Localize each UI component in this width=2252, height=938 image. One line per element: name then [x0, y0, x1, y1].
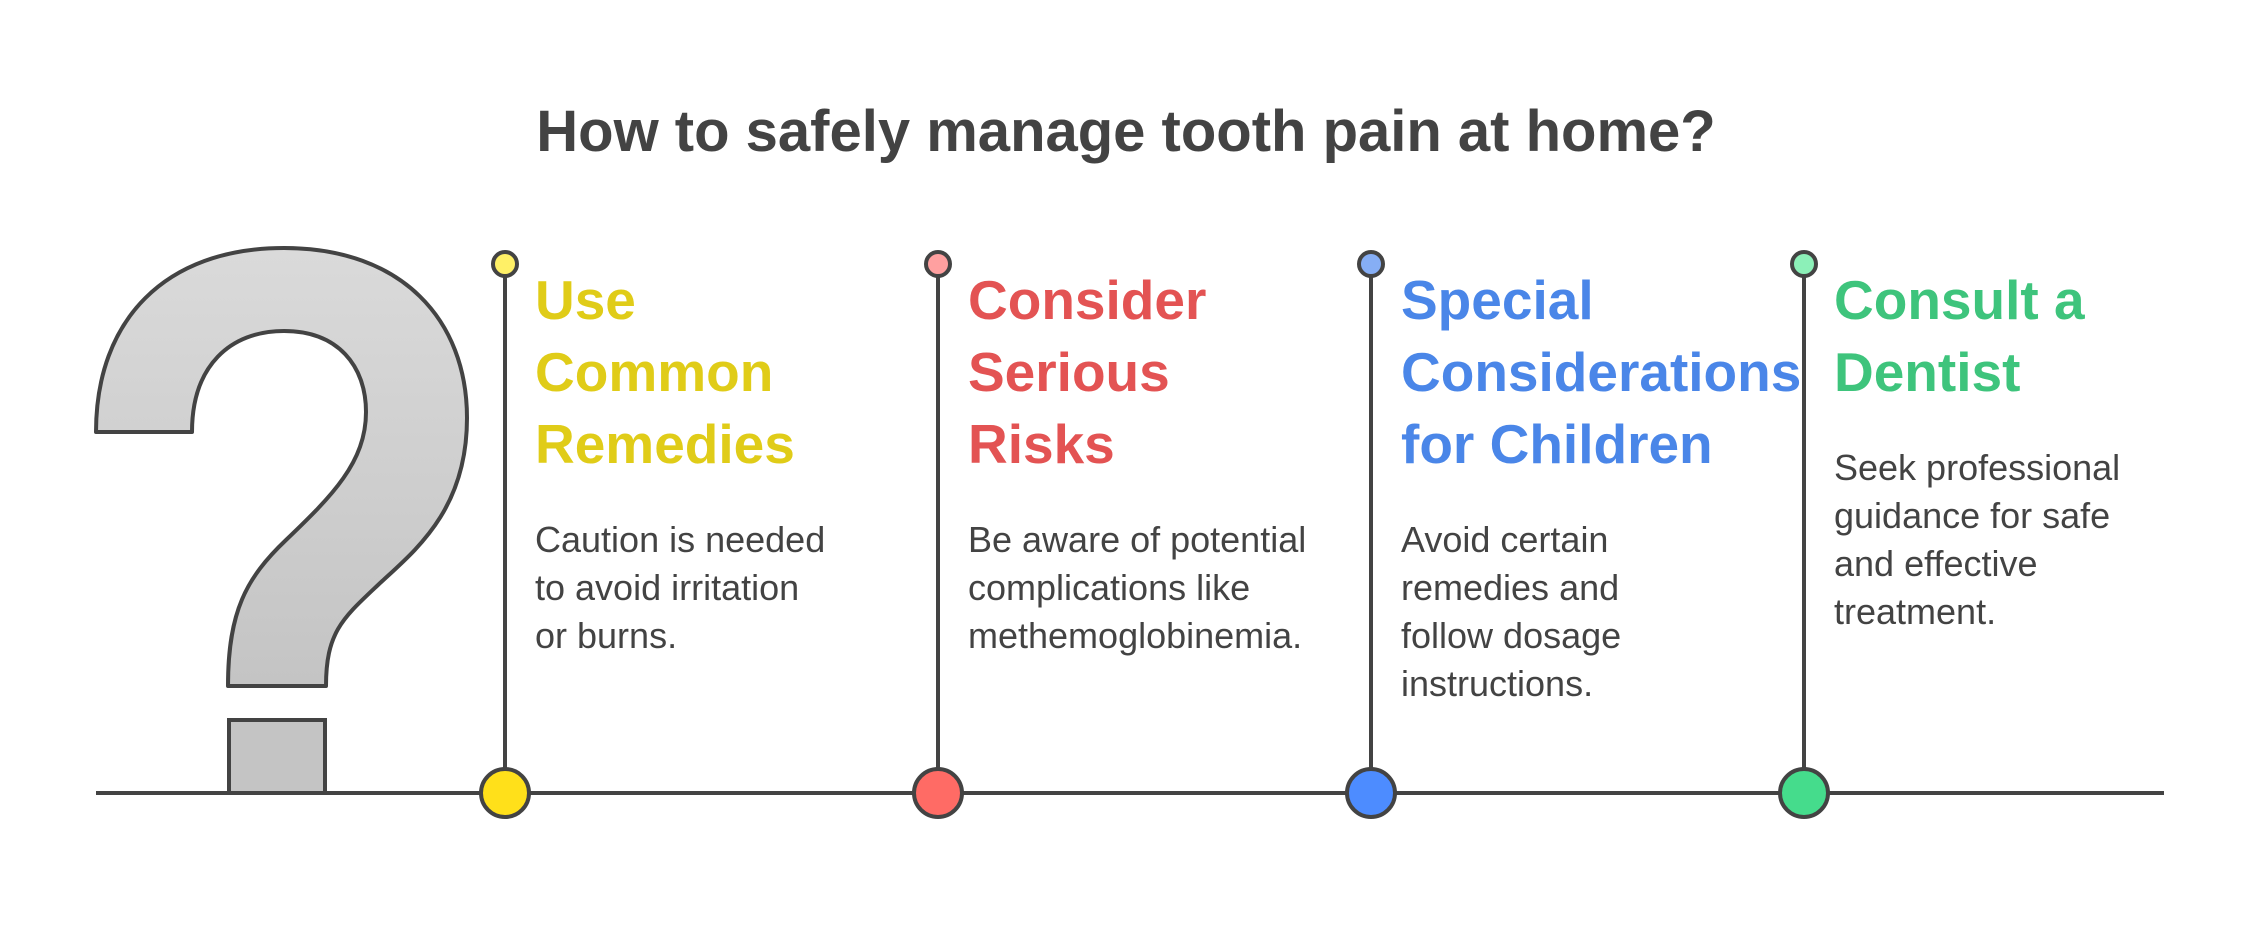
question-mark-icon	[94, 246, 469, 795]
step-description-line: remedies and	[1401, 567, 1620, 608]
step-description-dentist: Seek professional guidance for safe and ef…	[1834, 444, 2120, 636]
step-title-line: for Children	[1401, 413, 1713, 475]
step-description-line: treatment.	[1834, 591, 1997, 632]
step-title-line: Use	[535, 269, 636, 331]
step-description-line: complications like	[968, 567, 1251, 608]
step-description-line: guidance for safe	[1834, 495, 2111, 536]
step-description-line: Avoid certain	[1401, 519, 1609, 560]
step-description-line: follow dosage	[1401, 615, 1622, 656]
step-title-line: Consider	[968, 269, 1207, 331]
step-markers	[479, 250, 1830, 819]
step-description-children: Avoid certain remedies and follow dosage in…	[1401, 516, 1621, 708]
step-description-line: instructions.	[1401, 663, 1594, 704]
step-description-line: or burns.	[535, 615, 678, 656]
step-description-serious-risks: Be aware of potential complications like m…	[968, 516, 1306, 660]
step-description-line: Seek professional	[1834, 447, 2121, 488]
step-top-marker-common-remedies	[491, 250, 519, 278]
step-title-line: Serious	[968, 341, 1170, 403]
step-baseline-marker-common-remedies	[479, 767, 531, 819]
step-title-line: Risks	[968, 413, 1115, 475]
step-top-marker-dentist	[1790, 250, 1818, 278]
step-description-common-remedies: Caution is needed to avoid irritation or b…	[535, 516, 825, 660]
step-baseline-marker-dentist	[1778, 767, 1830, 819]
step-title-line: Special	[1401, 269, 1594, 331]
step-baseline-marker-children	[1345, 767, 1397, 819]
step-title-line: Common	[535, 341, 774, 403]
step-baseline-marker-serious-risks	[912, 767, 964, 819]
step-description-line: Caution is needed	[535, 519, 826, 560]
step-title-line: Considerations	[1401, 341, 1802, 403]
step-title-line: Remedies	[535, 413, 795, 475]
step-description-line: Be aware of potential	[968, 519, 1307, 560]
step-title-line: Consult a	[1834, 269, 2085, 331]
step-top-marker-children	[1357, 250, 1385, 278]
step-description-line: to avoid irritation	[535, 567, 800, 608]
step-description-line: methemoglobinemia.	[968, 615, 1303, 656]
step-title-line: Dentist	[1834, 341, 2021, 403]
step-top-marker-serious-risks	[924, 250, 952, 278]
step-title-dentist: Consult a Dentist	[1834, 264, 2085, 408]
page-title: How to safely manage tooth pain at home?	[536, 99, 1716, 164]
step-description-line: and effective	[1834, 543, 2038, 584]
